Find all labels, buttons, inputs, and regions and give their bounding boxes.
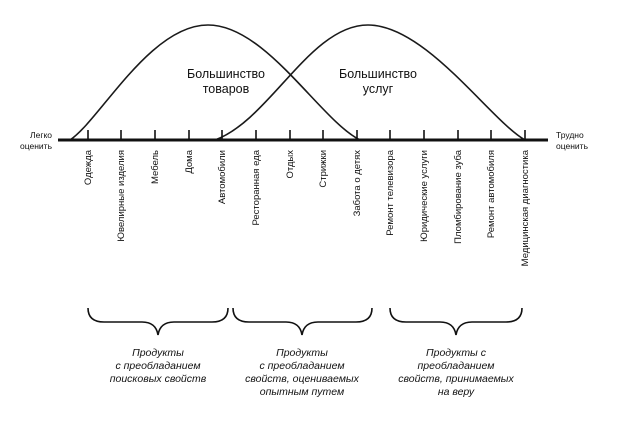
group-caption-line: Продукты: [276, 347, 328, 359]
right-axis-label-line2: оценить: [556, 141, 589, 151]
group-caption-line: на веру: [438, 386, 475, 398]
category-label: Ремонт автомобиля: [486, 150, 497, 238]
left-axis-label-line1: Легко: [30, 130, 52, 140]
group-caption-line: свойств, оцениваемых: [245, 373, 360, 385]
goods-curve: [69, 24, 361, 141]
category-label: Забота о детях: [352, 150, 363, 217]
category-label: Мебель: [150, 150, 161, 184]
category-label: Стрижки: [318, 150, 329, 188]
goods-curve-label-line2: товаров: [203, 82, 250, 96]
category-label: Ресторанная еда: [251, 149, 262, 225]
category-label: Одежда: [83, 149, 94, 185]
services-curve-label-line1: Большинство: [339, 67, 417, 81]
group-caption-line: преобладанием: [418, 360, 495, 372]
services-curve-label-line2: услуг: [363, 82, 394, 96]
search-group-brace: [87, 307, 229, 336]
services-curve: [214, 24, 526, 141]
category-label: Автомобили: [217, 150, 228, 204]
right-axis-label-line1: Трудно: [556, 130, 584, 140]
group-caption-line: Продукты с: [426, 347, 487, 359]
left-axis-label-line2: оценить: [20, 141, 53, 151]
axis-ticks: [87, 130, 526, 140]
credence-group-brace: [389, 307, 523, 336]
category-label: Ювелирные изделия: [116, 150, 127, 242]
category-label: Пломбирование зуба: [453, 149, 464, 244]
group-caption-line: поисковых свойств: [110, 373, 207, 385]
experience-group-brace: [232, 307, 373, 336]
group-caption-line: свойств, принимаемых: [398, 373, 514, 385]
category-label: Отдых: [285, 150, 296, 179]
category-label: Ремонт телевизора: [385, 149, 396, 235]
group-caption-line: с преобладанием: [115, 360, 200, 372]
group-caption-line: с преобладанием: [259, 360, 344, 372]
goods-curve-label-line1: Большинство: [187, 67, 265, 81]
category-labels: Одежда Ювелирные изделия Мебель Дома Автомоб…: [83, 149, 531, 266]
category-label: Юридические услуги: [419, 150, 430, 242]
group-caption-line: опытным путем: [260, 386, 344, 398]
category-label: Дома: [184, 149, 195, 173]
category-label: Медицинская диагностика: [520, 149, 531, 266]
group-caption-line: Продукты: [132, 347, 184, 359]
